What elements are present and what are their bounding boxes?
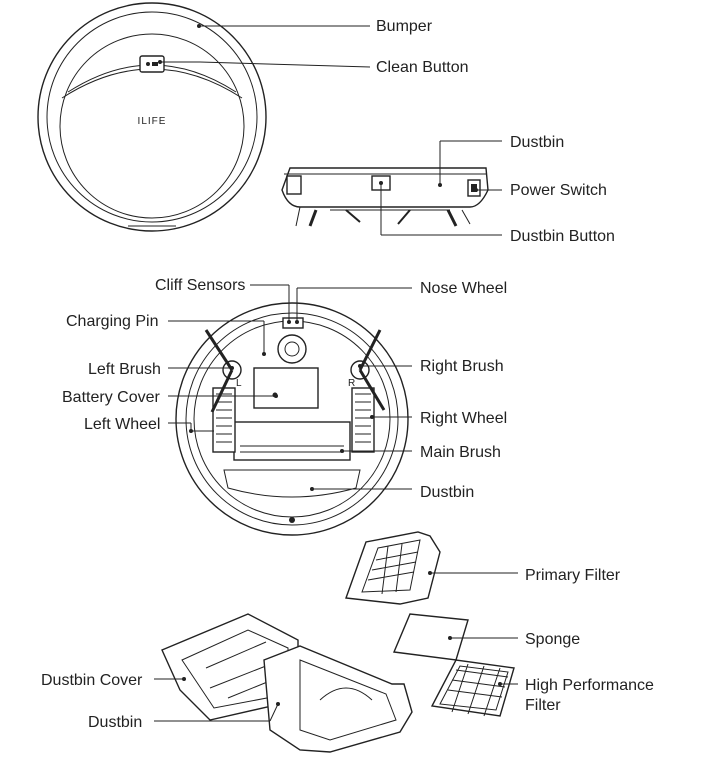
label-hpf-line1: High Performance <box>525 677 654 694</box>
label-main-brush: Main Brush <box>420 444 501 461</box>
bottom-view-robot: L R <box>175 302 409 536</box>
label-sponge: Sponge <box>525 631 580 648</box>
label-dustbin-bottom: Dustbin <box>420 484 474 501</box>
label-dustbin-top: Dustbin <box>510 134 564 151</box>
label-dustbin-button: Dustbin Button <box>510 228 615 245</box>
label-dustbin-assembly: Dustbin <box>88 714 142 731</box>
right-wheel-mark: R <box>348 378 355 389</box>
primary-filter-part <box>345 531 441 605</box>
label-dustbin-cover: Dustbin Cover <box>41 672 143 689</box>
sponge-part <box>392 613 469 661</box>
labels: Bumper Clean Button Dustbin Power Switch… <box>41 18 654 731</box>
label-left-brush: Left Brush <box>88 361 161 378</box>
clean-button <box>139 55 165 73</box>
dustbin-assembly-part <box>161 613 413 753</box>
label-cliff-sensors: Cliff Sensors <box>155 277 245 294</box>
label-hpf-line2: Filter <box>525 697 561 714</box>
label-right-wheel: Right Wheel <box>420 410 507 427</box>
label-primary-filter: Primary Filter <box>525 567 621 584</box>
label-right-brush: Right Brush <box>420 358 504 375</box>
label-power-switch: Power Switch <box>510 182 607 199</box>
high-performance-filter-part <box>430 659 515 717</box>
brand-logo: ILIFE <box>138 116 167 127</box>
left-wheel-mark: L <box>236 378 242 389</box>
top-view-robot: ILIFE <box>37 2 267 232</box>
label-left-wheel: Left Wheel <box>84 416 160 433</box>
leader-lines <box>154 24 518 722</box>
label-battery-cover: Battery Cover <box>62 389 160 406</box>
label-charging-pin: Charging Pin <box>66 313 159 330</box>
side-view-robot <box>281 167 489 227</box>
label-bumper: Bumper <box>376 18 433 35</box>
label-clean-button: Clean Button <box>376 59 469 76</box>
label-nose-wheel: Nose Wheel <box>420 280 507 297</box>
